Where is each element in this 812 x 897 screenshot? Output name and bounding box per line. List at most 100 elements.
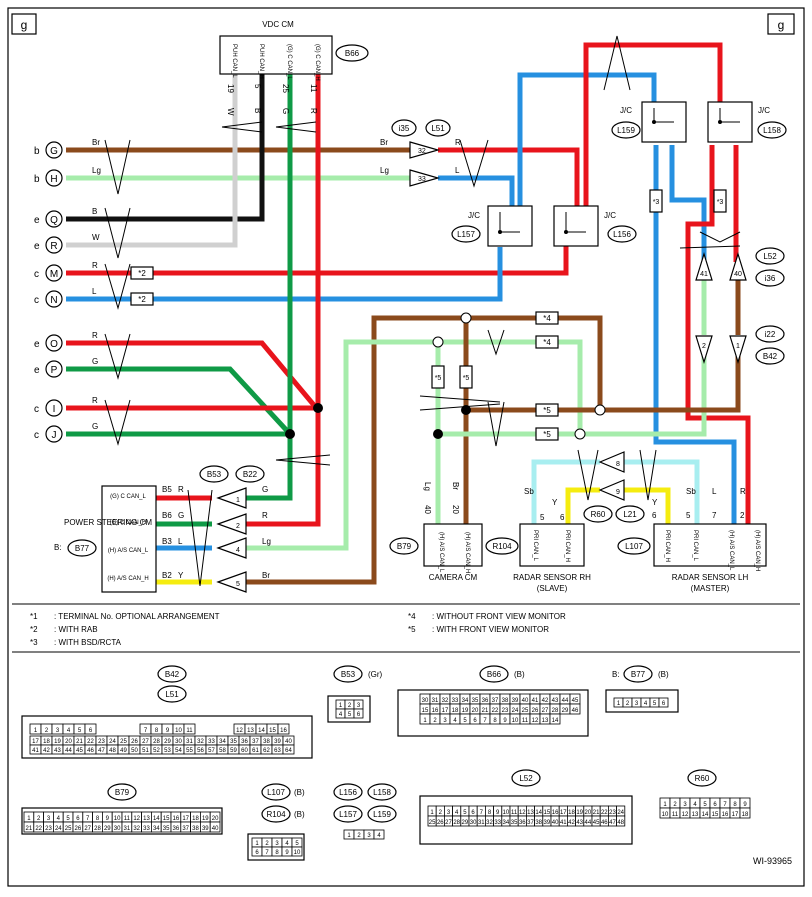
svg-text:14: 14	[702, 812, 709, 818]
svg-text:B5: B5	[162, 485, 172, 494]
wire-w-r	[66, 74, 238, 248]
svg-text:RADAR SENSOR LH: RADAR SENSOR LH	[672, 573, 749, 582]
svg-text:15: 15	[712, 812, 719, 818]
svg-text:20: 20	[65, 739, 72, 745]
svg-text:2: 2	[357, 833, 361, 839]
svg-text:28: 28	[153, 739, 160, 745]
svg-text:(H) A/S CAN_L: (H) A/S CAN_L	[438, 532, 444, 573]
svg-text:10: 10	[503, 810, 510, 816]
svg-text:e: e	[34, 215, 40, 226]
svg-text:PRI CAN_L: PRI CAN_L	[532, 530, 538, 562]
svg-text:6: 6	[255, 850, 259, 856]
svg-text:(Gr): (Gr)	[368, 670, 383, 679]
svg-text:4: 4	[693, 802, 697, 808]
svg-text:20: 20	[212, 816, 219, 822]
svg-text:23: 23	[98, 739, 105, 745]
svg-text:I: I	[53, 404, 56, 415]
svg-text:11: 11	[522, 718, 529, 724]
svg-text:5: 5	[686, 511, 691, 520]
svg-text:18: 18	[452, 708, 459, 714]
svg-text:35: 35	[163, 826, 170, 832]
svg-text:6: 6	[560, 513, 565, 522]
svg-text:40: 40	[552, 820, 559, 826]
svg-text:19: 19	[202, 816, 209, 822]
svg-text:31: 31	[432, 698, 439, 704]
svg-text:24: 24	[617, 810, 624, 816]
svg-text:29: 29	[462, 820, 469, 826]
svg-text:B53: B53	[207, 470, 222, 479]
svg-text:*5: *5	[408, 625, 416, 634]
svg-text:8: 8	[733, 802, 737, 808]
svg-text:24: 24	[512, 708, 519, 714]
svg-text:2: 2	[236, 523, 240, 530]
svg-text:47: 47	[609, 820, 616, 826]
svg-text:63: 63	[274, 748, 281, 754]
svg-text:44: 44	[562, 698, 569, 704]
svg-text:28: 28	[453, 820, 460, 826]
svg-text:(MASTER): (MASTER)	[691, 584, 730, 593]
svg-text:L51: L51	[165, 690, 179, 699]
svg-text:40: 40	[212, 826, 219, 832]
svg-text:O: O	[50, 339, 58, 350]
svg-text:25: 25	[522, 708, 529, 714]
svg-text:4: 4	[339, 712, 343, 718]
svg-text:: WITHOUT FRONT VIEW MONITOR: : WITHOUT FRONT VIEW MONITOR	[432, 612, 566, 621]
svg-text:15: 15	[544, 810, 551, 816]
svg-text:32: 32	[418, 148, 426, 155]
svg-text:3: 3	[447, 810, 451, 816]
svg-text:11: 11	[309, 84, 318, 93]
svg-text:44: 44	[585, 820, 592, 826]
svg-text:18: 18	[43, 739, 50, 745]
svg-text:36: 36	[241, 739, 248, 745]
svg-text:J/C: J/C	[620, 106, 632, 115]
svg-text:10: 10	[662, 812, 669, 818]
svg-text:(SLAVE): (SLAVE)	[537, 584, 568, 593]
svg-text:G: G	[178, 511, 184, 520]
wire-l159-l	[653, 145, 737, 524]
svg-text:: WITH FRONT VIEW MONITOR: : WITH FRONT VIEW MONITOR	[432, 625, 549, 634]
svg-text:58: 58	[219, 748, 226, 754]
svg-text:29: 29	[562, 708, 569, 714]
svg-text:59: 59	[230, 748, 237, 754]
svg-text:3: 3	[367, 833, 371, 839]
svg-text:2: 2	[45, 728, 49, 734]
svg-text:37: 37	[252, 739, 259, 745]
svg-text:44: 44	[65, 748, 72, 754]
svg-text:4: 4	[453, 718, 457, 724]
svg-text:1: 1	[34, 728, 38, 734]
svg-text:12: 12	[532, 718, 539, 724]
vdc-pin-name: PUH CAN_L	[231, 44, 237, 78]
camera-cm: (H) A/S CAN_L (H) A/S CAN_H 40 20 Lg Br …	[389, 482, 483, 582]
svg-text:N: N	[50, 295, 57, 306]
jc-l159: J/C L159	[611, 101, 687, 143]
svg-text:39: 39	[544, 820, 551, 826]
jc-l158: J/C L158	[707, 101, 787, 143]
svg-text:g: g	[778, 18, 785, 32]
svg-text:i36: i36	[765, 274, 776, 283]
svg-text:J: J	[52, 430, 57, 441]
svg-text:PRI CAN_L: PRI CAN_L	[692, 530, 698, 562]
svg-text:20: 20	[472, 708, 479, 714]
svg-text:47: 47	[98, 748, 105, 754]
svg-text:Lg: Lg	[423, 482, 432, 491]
svg-text:4: 4	[67, 728, 71, 734]
svg-text:B53: B53	[341, 670, 356, 679]
svg-text:49: 49	[120, 748, 127, 754]
wire-l51-r	[438, 147, 580, 212]
svg-text:B2: B2	[162, 571, 172, 580]
wire-l-n	[66, 247, 503, 302]
wire-l51-l	[438, 175, 515, 212]
vdc-title: VDC CM	[262, 20, 294, 29]
svg-text:2: 2	[626, 701, 630, 707]
svg-text:3: 3	[56, 728, 60, 734]
svg-text:41: 41	[560, 820, 567, 826]
svg-text:18: 18	[568, 810, 575, 816]
svg-text:M: M	[50, 269, 58, 280]
svg-text:6: 6	[713, 802, 717, 808]
svg-text:37: 37	[527, 820, 534, 826]
svg-text:26: 26	[437, 820, 444, 826]
